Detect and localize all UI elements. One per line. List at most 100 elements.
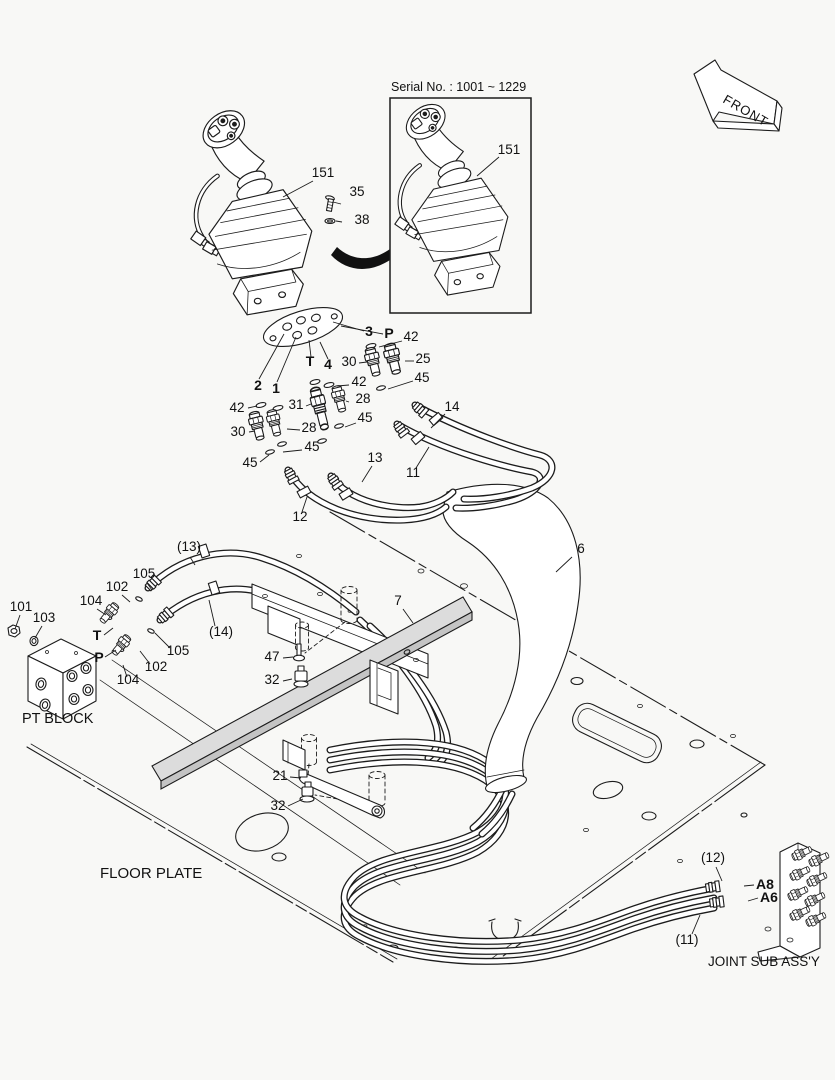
joint-sub-assy-label: JOINT SUB ASS'Y <box>708 954 820 969</box>
part-callout-45-13: 45 <box>242 455 257 470</box>
leader-line-35-1 <box>332 201 342 205</box>
leader-lines <box>14 156 759 935</box>
screw-35 <box>325 195 335 212</box>
leader-line-32-30 <box>282 678 293 682</box>
part-callout-14-23: 14 <box>444 399 460 414</box>
leader-line-42-19 <box>378 340 403 348</box>
pt-block-label: PT BLOCK <box>22 711 94 727</box>
leader-line-102-34 <box>121 594 131 603</box>
part-callout-T-6: T <box>306 353 315 369</box>
part-callout-38-2: 38 <box>354 212 369 227</box>
part-callout-21-43: 21 <box>272 768 287 783</box>
floor-plate-cutout <box>572 702 662 764</box>
crossbar-part7 <box>151 596 473 790</box>
fitting-28-left <box>264 407 285 438</box>
leader-line-13-24 <box>361 465 373 483</box>
leader-line-(12)-45 <box>715 866 723 882</box>
leader-line-14-23 <box>430 413 446 429</box>
bracket-21-support <box>282 739 306 771</box>
part-callout-25-20: 25 <box>415 351 430 366</box>
leader-line-45-13 <box>259 454 270 463</box>
pt-block-fittings <box>97 596 155 658</box>
part-callout-28-12: 28 <box>301 420 316 435</box>
leader-line-105-40 <box>154 632 171 649</box>
joystick-main <box>191 103 312 315</box>
leader-line-30-11 <box>248 430 256 433</box>
strap-21 <box>298 769 386 819</box>
part-callout-101-36: 101 <box>10 599 33 614</box>
leader-line-(14)-32 <box>208 599 216 627</box>
leader-line-104-35 <box>96 608 107 616</box>
leader-line-102-41 <box>139 650 151 665</box>
part-callout-151-0: 151 <box>312 165 335 180</box>
pilot-hoses-upper <box>282 400 552 520</box>
part-callout-(13)-31: (13) <box>177 539 201 554</box>
part-callout-102-34: 102 <box>106 579 129 594</box>
part-callout-32-44: 32 <box>270 798 285 813</box>
part-callout-103-37: 103 <box>33 610 56 625</box>
leader-line-103-37 <box>34 625 43 639</box>
leader-line-28-12 <box>286 428 301 431</box>
bolt-32-lower <box>299 781 315 803</box>
leader-line-A8-46 <box>743 884 755 887</box>
inset-serial-note: Serial No. : 1001 ~ 1229 <box>391 80 526 94</box>
base-plate-gasket <box>262 307 344 347</box>
leader-line-42-10 <box>247 405 258 409</box>
part-callout-105-40: 105 <box>167 643 190 658</box>
leader-line-31-15 <box>305 403 312 407</box>
front-arrow: FRONT <box>693 59 783 132</box>
leader-line-38-2 <box>335 220 343 223</box>
part-callout-45-18: 45 <box>357 410 372 425</box>
part-callout-3-8: 3 <box>365 323 373 339</box>
bolt-47 <box>292 643 306 662</box>
part-callout-11-25: 11 <box>406 465 420 480</box>
hose-13-14-from-pt-block <box>143 543 360 648</box>
washer-103 <box>29 635 39 647</box>
leader-line-12-26 <box>301 496 308 513</box>
part-callout-4-7: 4 <box>324 356 332 372</box>
part-callout-45-14: 45 <box>304 439 319 454</box>
part-callout-(14)-32: (14) <box>209 624 233 639</box>
leader-line-(13)-31 <box>189 556 196 566</box>
leader-line-1-5 <box>276 336 297 383</box>
floor-plate <box>26 511 766 963</box>
leader-line-T-6 <box>308 339 312 358</box>
part-callout-2-4: 2 <box>254 377 262 393</box>
part-callout-P-39: P <box>94 649 103 665</box>
projection-line-2 <box>99 679 401 886</box>
part-callout-42-16: 42 <box>351 374 366 389</box>
part-callout-(12)-45: (12) <box>701 850 725 865</box>
leader-line-45-18 <box>344 422 357 428</box>
part-callout-6-27: 6 <box>577 541 585 556</box>
fitting-102-p <box>109 632 134 658</box>
washer-38 <box>324 217 336 225</box>
leader-line-101-36 <box>14 614 21 630</box>
leader-line-28-17 <box>345 400 350 403</box>
part-callout-151-3: 151 <box>498 142 521 157</box>
joint-sub-assembly <box>704 842 831 962</box>
leader-line-47-29 <box>282 656 294 659</box>
part-callout-28-17: 28 <box>355 391 370 406</box>
nut-101 <box>7 624 21 638</box>
part-callout-47-29: 47 <box>264 649 279 664</box>
leader-line-A6-47 <box>747 897 759 902</box>
bolt-32-upper <box>293 665 309 688</box>
inset-panel <box>389 97 532 314</box>
leader-line-P-39 <box>104 649 117 658</box>
leader-line-42-16 <box>336 384 350 387</box>
leader-line-P-9 <box>340 325 384 335</box>
part-callout-1-5: 1 <box>272 380 280 396</box>
leader-line-105-33 <box>146 582 153 591</box>
inset-pointer-arrow <box>331 247 390 269</box>
part-callout-102-41: 102 <box>145 659 168 674</box>
projection-line-1 <box>111 659 426 874</box>
part-callout-T-38: T <box>93 627 102 643</box>
fitting-25 <box>381 341 405 377</box>
floor-plate-front-left-edge <box>26 746 394 963</box>
leader-line-T-38 <box>103 627 114 636</box>
part-callout-104-42: 104 <box>117 672 140 687</box>
fitting-28-mid <box>329 383 350 414</box>
leader-line-104-42 <box>122 664 128 678</box>
